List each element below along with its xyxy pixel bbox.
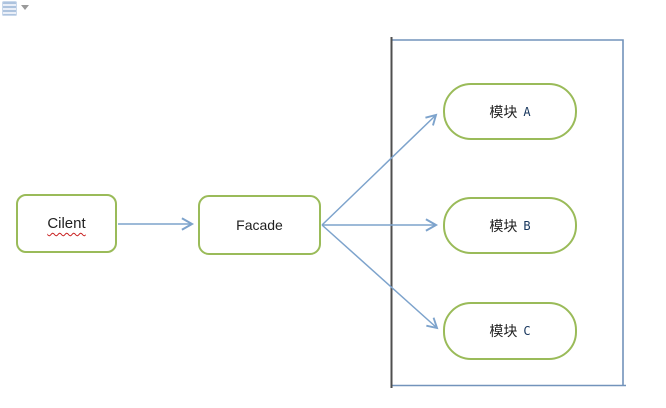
node-client[interactable]: Cilent: [16, 194, 117, 253]
node-facade-label: Facade: [236, 217, 283, 233]
node-module-a-letter: A: [523, 104, 531, 119]
node-module-c[interactable]: 模块 C: [443, 302, 577, 360]
node-module-c-label: 模块: [489, 323, 518, 339]
node-client-label: Cilent: [47, 215, 86, 232]
node-module-b-letter: B: [523, 218, 531, 233]
embedded-object-icon[interactable]: [2, 1, 17, 16]
node-module-b-label: 模块: [489, 217, 518, 234]
edge-facade-module-c[interactable]: [321, 224, 439, 330]
container-rect[interactable]: [392, 39, 624, 385]
node-module-a[interactable]: 模块 A: [443, 83, 577, 140]
chevron-down-icon[interactable]: [21, 5, 29, 10]
edge-facade-module-a[interactable]: [321, 113, 438, 226]
node-module-b[interactable]: 模块 B: [443, 197, 577, 254]
node-facade[interactable]: Facade: [198, 195, 321, 255]
node-module-a-label: 模块: [489, 103, 518, 120]
node-module-c-letter: C: [523, 324, 531, 338]
